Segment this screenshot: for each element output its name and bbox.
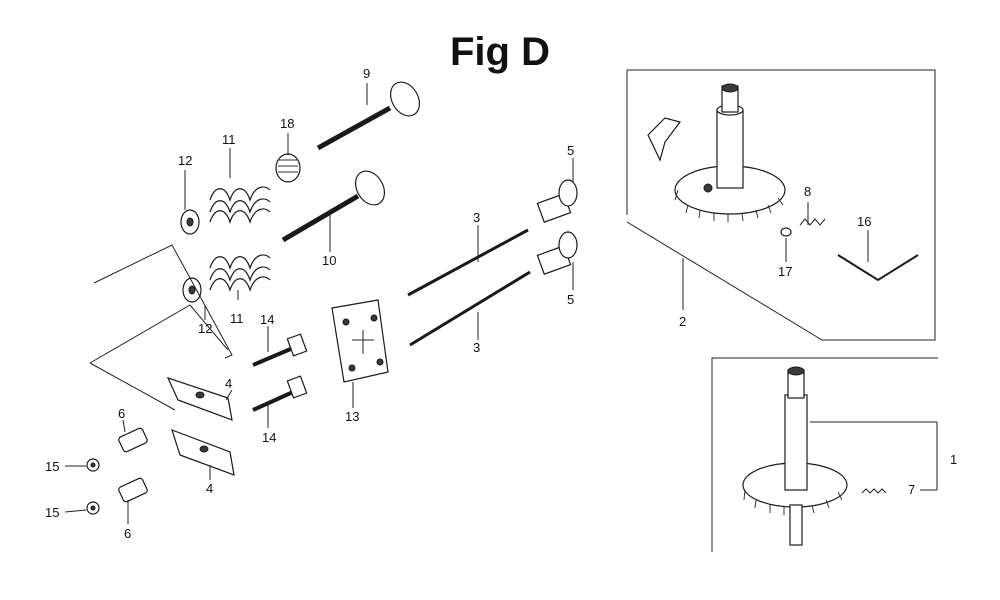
cam-gear-with-decompressor xyxy=(647,83,786,222)
spring-retainer-upper xyxy=(180,209,200,235)
spring-retainer-lower xyxy=(182,277,202,303)
part-label-5-lower: 5 xyxy=(567,292,574,307)
rocker-pivot-lower xyxy=(118,477,148,503)
push-rod-lower xyxy=(409,270,531,347)
part-label-9: 9 xyxy=(363,66,370,81)
part-label-11-upper: 11 xyxy=(222,132,236,147)
decompressor-spring xyxy=(799,218,826,226)
part-label-12-upper: 12 xyxy=(178,153,192,168)
pivot-nut-lower xyxy=(86,501,100,515)
part-label-7: 7 xyxy=(908,482,915,497)
push-rod-guide-plate xyxy=(331,299,389,383)
decompressor-weight xyxy=(780,227,792,237)
exhaust-valve xyxy=(281,170,386,243)
part-label-4-upper: 4 xyxy=(225,376,232,391)
part-label-15-upper: 15 xyxy=(45,459,59,474)
rocker-arm-upper xyxy=(166,376,233,421)
decompressor-pin xyxy=(837,254,919,282)
rocker-stud-lower xyxy=(252,375,308,412)
camshaft-assembly-inset xyxy=(626,69,936,341)
part-label-1: 1 xyxy=(950,452,957,467)
camshaft-inset xyxy=(711,357,938,552)
rocker-arm-lower xyxy=(171,428,235,476)
push-rod-upper xyxy=(407,228,529,297)
tappet-upper xyxy=(536,179,578,223)
valve-spring-lower xyxy=(209,254,271,292)
part-label-13: 13 xyxy=(345,409,359,424)
rocker-pivot-upper xyxy=(118,427,148,453)
part-label-10: 10 xyxy=(322,253,336,268)
part-label-3-lower: 3 xyxy=(473,340,480,355)
part-label-17: 17 xyxy=(778,264,792,279)
part-label-8: 8 xyxy=(804,184,811,199)
part-label-6-lower: 6 xyxy=(124,526,131,541)
part-label-2: 2 xyxy=(679,314,686,329)
part-label-3-upper: 3 xyxy=(473,210,480,225)
part-label-12-lower: 12 xyxy=(198,321,212,336)
part-label-11-lower: 11 xyxy=(230,311,244,326)
cam-spring xyxy=(861,488,887,494)
part-label-14-upper: 14 xyxy=(260,312,274,327)
part-label-15-lower: 15 xyxy=(45,505,59,520)
leader-lines xyxy=(64,83,574,524)
part-label-14-lower: 14 xyxy=(262,430,276,445)
part-label-4-lower: 4 xyxy=(206,481,213,496)
part-label-6-upper: 6 xyxy=(118,406,125,421)
pivot-nut-upper xyxy=(86,458,100,472)
rocker-stud-upper xyxy=(252,333,308,367)
tappet-lower xyxy=(536,231,578,275)
valve-spring-upper xyxy=(209,186,271,224)
part-label-16: 16 xyxy=(857,214,871,229)
valve-stem-seal xyxy=(275,153,301,183)
intake-valve xyxy=(316,81,421,151)
figure-title: Fig D xyxy=(450,30,550,74)
part-label-5-upper: 5 xyxy=(567,143,574,158)
part-label-18: 18 xyxy=(280,116,294,131)
